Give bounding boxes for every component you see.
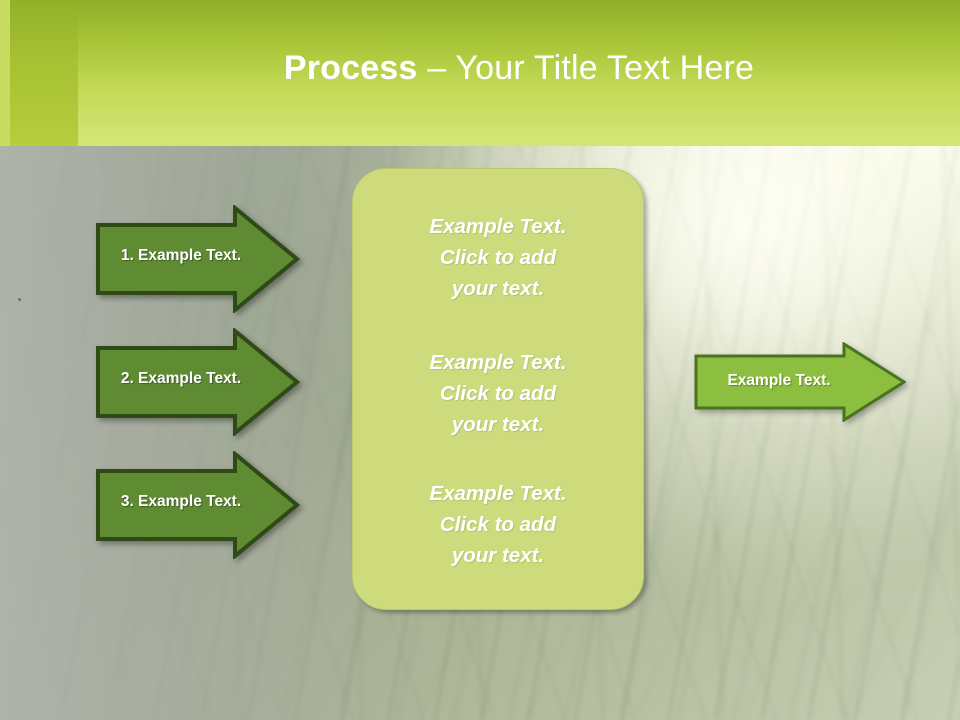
- page-title-rest: – Your Title Text Here: [417, 49, 755, 87]
- center-text-block-3-line-1: Example Text.: [429, 482, 567, 505]
- center-text-block-2-line-2: Click to add: [439, 382, 557, 405]
- center-content-box[interactable]: Example Text. Click to add your text. Ex…: [352, 168, 644, 610]
- process-step-arrow-3-label: 3. Example Text.: [120, 493, 242, 510]
- process-step-arrow-2-label: 2. Example Text.: [120, 370, 242, 387]
- process-result-arrow-label: Example Text.: [727, 372, 831, 389]
- process-step-arrow-1[interactable]: 1. Example Text.: [95, 205, 300, 313]
- center-text-block-1-line-2: Click to add: [439, 246, 557, 269]
- title-band-left-edge: [0, 0, 10, 146]
- center-text-block-3[interactable]: Example Text. Click to add your text.: [353, 478, 643, 571]
- title-band: [0, 0, 960, 146]
- center-text-block-1-line-3: your text.: [451, 277, 545, 300]
- center-text-block-3-line-2: Click to add: [439, 513, 557, 536]
- page-title-strong: Process: [283, 49, 418, 87]
- process-step-arrow-3[interactable]: 3. Example Text.: [95, 451, 300, 559]
- decorative-dot: [18, 298, 21, 301]
- center-text-block-2[interactable]: Example Text. Click to add your text.: [353, 347, 643, 440]
- center-text-block-1[interactable]: Example Text. Click to add your text.: [353, 211, 643, 304]
- process-step-arrow-1-label: 1. Example Text.: [120, 247, 242, 264]
- center-text-block-2-line-1: Example Text.: [429, 351, 567, 374]
- process-result-arrow[interactable]: Example Text.: [694, 342, 906, 422]
- center-text-block-1-line-1: Example Text.: [429, 215, 567, 238]
- center-text-block-3-line-3: your text.: [451, 544, 545, 567]
- page-title: Process – Your Title Text Here: [78, 48, 960, 88]
- title-band-left-accent: [0, 0, 78, 146]
- center-text-block-2-line-3: your text.: [451, 413, 545, 436]
- process-step-arrow-2[interactable]: 2. Example Text.: [95, 328, 300, 436]
